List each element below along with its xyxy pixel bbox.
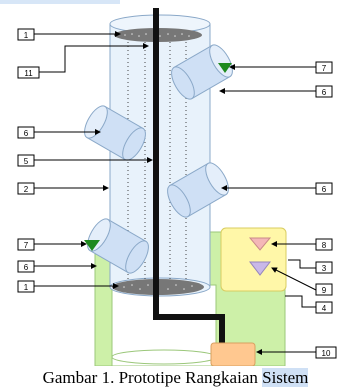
figure-caption: Gambar 1. Prototipe Rangkaian Sistem [0, 366, 351, 389]
label-1-bottom: 1 [24, 283, 29, 292]
caption-prefix: Gambar [42, 368, 102, 387]
label-3: 3 [322, 264, 327, 273]
control-panel [220, 227, 287, 292]
label-2: 2 [24, 185, 29, 194]
sensor-top-icon [248, 237, 272, 251]
pump-box [210, 342, 256, 366]
label-texts: 1 11 7 6 6 5 2 6 7 6 1 8 3 9 4 10 [24, 31, 331, 358]
label-arrows [34, 31, 317, 355]
label-7-right: 7 [322, 64, 327, 73]
bottom-filter-dots [123, 284, 193, 290]
label-10: 10 [322, 349, 331, 358]
label-1-top: 1 [24, 31, 29, 40]
caption-highlight: Sistem [262, 368, 309, 387]
caption-number: 1 [101, 368, 111, 387]
top-highlight-bar [0, 0, 120, 4]
label-6-right-mid: 6 [322, 185, 327, 194]
label-6-left-bottom: 6 [24, 263, 29, 272]
label-5: 5 [24, 157, 29, 166]
hydroponic-prototype-diagram: 1 11 7 6 6 5 2 6 7 6 1 8 3 9 4 10 [17, 8, 337, 366]
dripper-right-icon [218, 63, 232, 73]
label-7-left: 7 [24, 241, 29, 250]
pot-left-top [84, 105, 146, 161]
label-6-right-top: 6 [322, 88, 327, 97]
label-8: 8 [322, 241, 327, 250]
top-filter-dots [124, 33, 190, 37]
water-pipe [153, 8, 225, 344]
label-9: 9 [322, 286, 327, 295]
label-11: 11 [24, 69, 33, 78]
dripper-left-icon [84, 240, 100, 251]
label-6-left-top: 6 [24, 129, 29, 138]
sensor-bottom-icon [248, 261, 272, 276]
caption-text: . Prototipe Rangkaian [110, 368, 263, 387]
label-boxes [17, 28, 337, 359]
label-4: 4 [322, 304, 327, 313]
